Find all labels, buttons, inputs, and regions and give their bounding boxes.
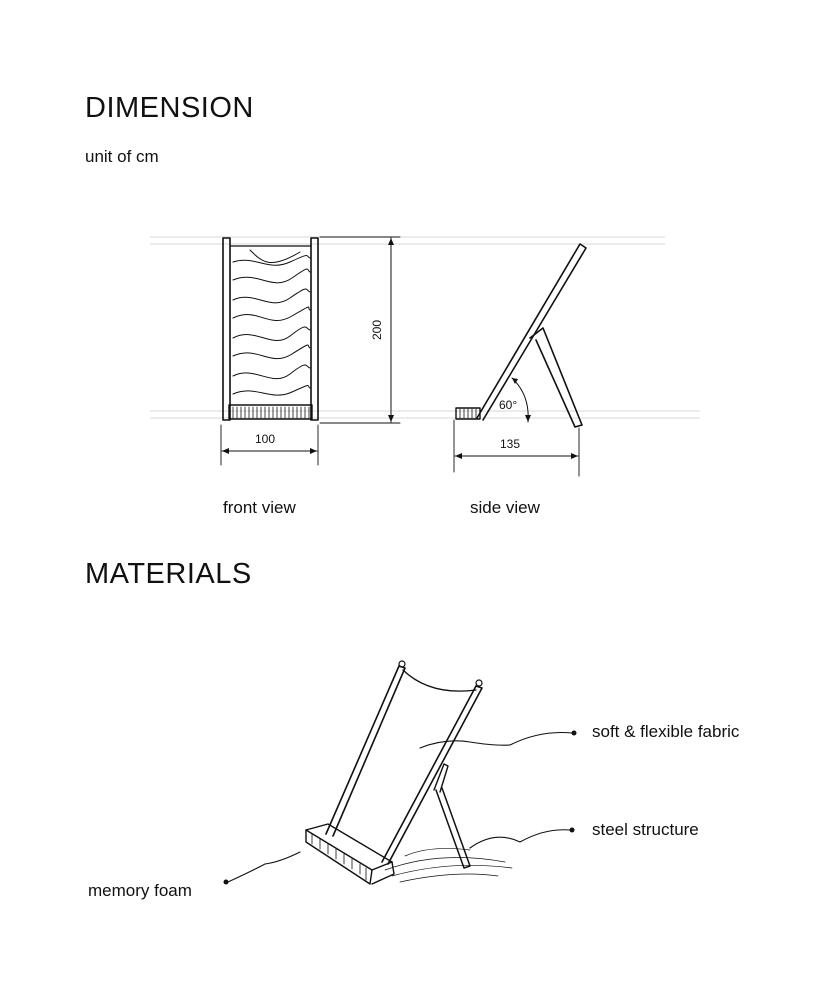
side-view-drawing [453, 243, 587, 477]
structure-callout-label: steel structure [592, 820, 699, 839]
materials-heading: MATERIALS [85, 558, 252, 590]
dimension-heading: DIMENSION [85, 92, 254, 124]
unit-note: unit of cm [85, 147, 159, 166]
construction-guides [150, 236, 700, 419]
callout-lines [223, 730, 577, 885]
chair-sketch [305, 660, 513, 885]
fabric-callout-label: soft & flexible fabric [592, 722, 740, 741]
front-width-label: 100 [255, 432, 276, 446]
side-view-caption: side view [470, 498, 540, 517]
front-view-drawing [220, 236, 401, 466]
side-angle-label: 60° [499, 398, 518, 412]
side-length-label: 135 [500, 437, 521, 451]
foam-callout-label: memory foam [88, 881, 192, 900]
front-view-caption: front view [223, 498, 296, 517]
